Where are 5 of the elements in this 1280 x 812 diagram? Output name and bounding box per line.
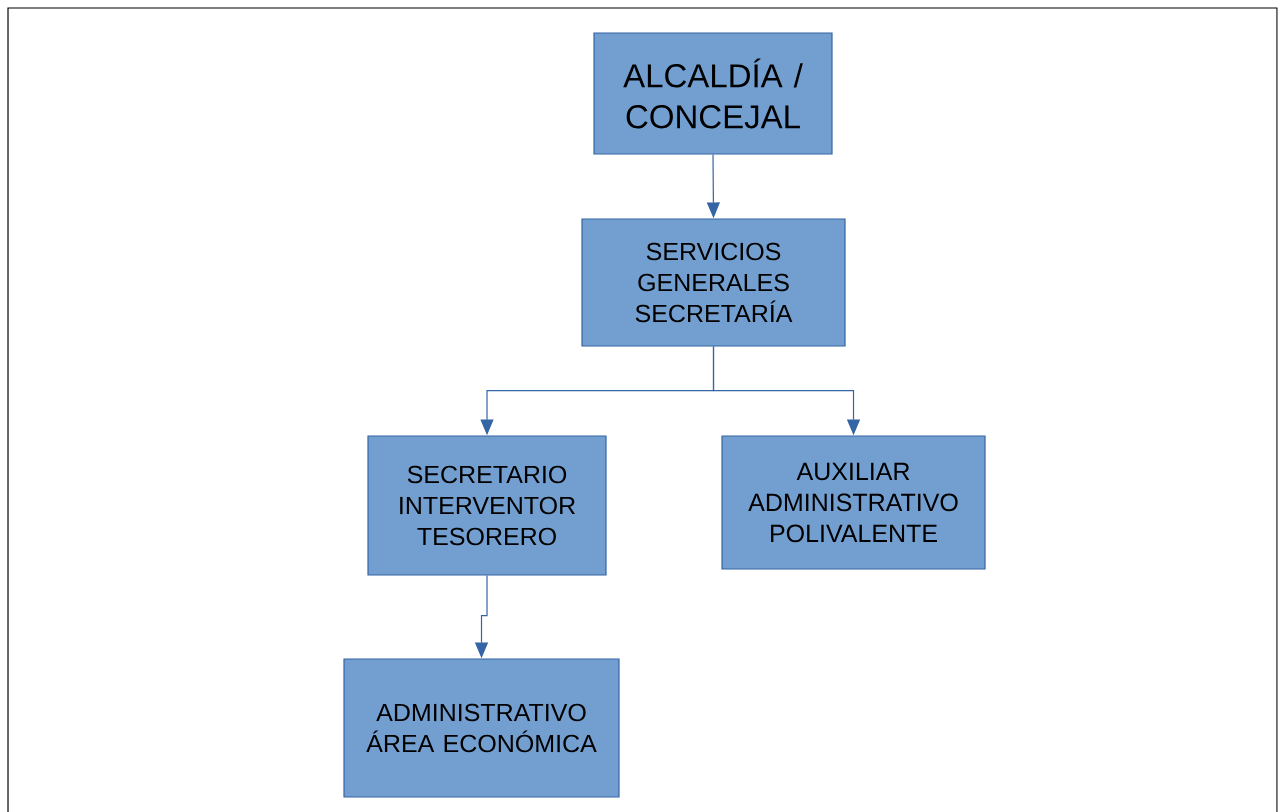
org-box: AUXILIAR ADMINISTRATIVO POLIVALENTE [721, 435, 986, 570]
org-box: SECRETARIO INTERVENTOR TESORERO [367, 435, 607, 576]
org-box: ADMINISTRATIVO ÁREA ECONÓMICA [343, 658, 620, 798]
org-box: ALCALDÍA / CONCEJAL [593, 32, 833, 155]
org-box: SERVICIOS GENERALES SECRETARÍA [581, 218, 846, 347]
